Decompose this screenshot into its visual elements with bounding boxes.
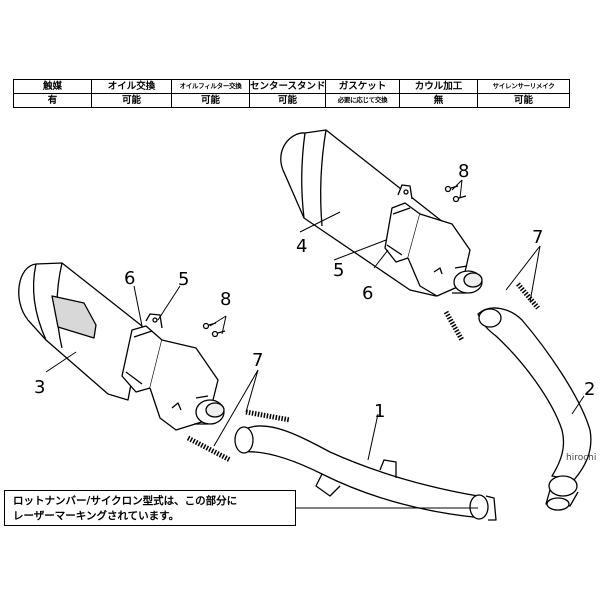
bolts-lower <box>202 322 226 338</box>
watermark: hirochi <box>566 453 597 463</box>
callout-7-lower: 7 <box>252 350 263 371</box>
value-center-stand: 可能 <box>249 93 326 108</box>
spec-table: 触媒 オイル交換 オイルフィルター交換 センタースタンド ガスケット カウル加工… <box>13 79 570 108</box>
callout-5-upper: 5 <box>333 260 344 281</box>
spring-upper-a <box>443 310 465 342</box>
callout-7-upper: 7 <box>532 227 543 248</box>
value-cowl: 無 <box>399 93 478 108</box>
leader-lines <box>45 179 585 509</box>
note-line-1: ロットナンバー/サイクロン型式は、この部分に <box>13 495 238 507</box>
callout-6-upper: 6 <box>362 283 373 304</box>
note-line-2: レーザーマーキングされています。 <box>13 510 180 522</box>
callout-3: 3 <box>34 377 45 398</box>
value-catalyst: 有 <box>13 93 92 108</box>
spec-table-value-row: 有 可能 可能 可能 必要に応じて交換 無 可能 <box>13 93 570 108</box>
callout-1: 1 <box>374 401 385 422</box>
spring-lower-a <box>245 409 291 423</box>
upper-silencer <box>280 129 483 297</box>
link-pipe-1 <box>234 425 497 521</box>
laser-marking-note: ロットナンバー/サイクロン型式は、この部分に レーザーマーキングされています。 <box>4 490 296 526</box>
bolts-upper <box>444 185 467 203</box>
link-pipe-2 <box>477 307 592 511</box>
value-gasket: 必要に応じて交換 <box>325 93 400 108</box>
callout-2: 2 <box>584 379 595 400</box>
spec-table-header-row: 触媒 オイル交換 オイルフィルター交換 センタースタンド ガスケット カウル加工… <box>13 79 570 94</box>
spring-upper-b <box>516 282 540 310</box>
callout-8-upper: 8 <box>458 161 469 182</box>
callout-6-lower: 6 <box>124 268 135 289</box>
lower-silencer <box>18 262 225 431</box>
callout-8-lower: 8 <box>220 289 231 310</box>
spring-lower-b <box>186 435 232 463</box>
callout-5-lower: 5 <box>178 269 189 290</box>
value-silencer-remake: 可能 <box>477 93 570 108</box>
callout-4: 4 <box>296 236 307 257</box>
